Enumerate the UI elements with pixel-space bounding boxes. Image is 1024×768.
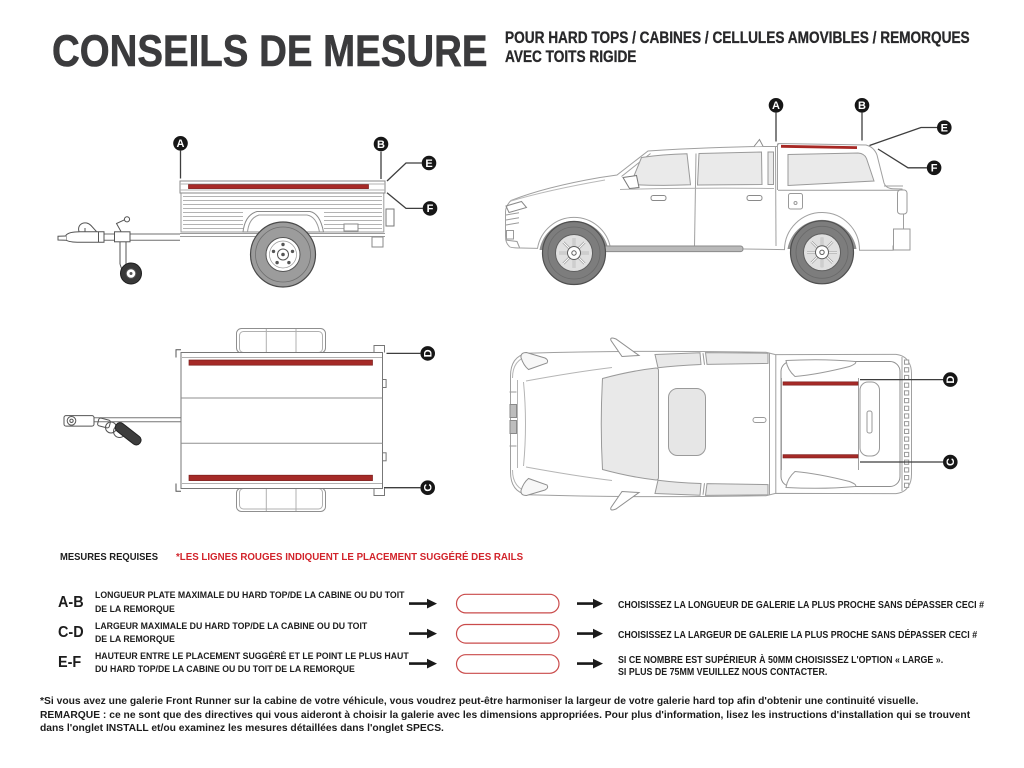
svg-text:A: A bbox=[772, 100, 780, 112]
svg-text:E: E bbox=[941, 122, 948, 134]
svg-text:D: D bbox=[945, 376, 957, 384]
svg-text:C: C bbox=[945, 458, 957, 466]
svg-text:B: B bbox=[858, 100, 866, 112]
svg-text:F: F bbox=[931, 163, 938, 175]
svg-text:E: E bbox=[425, 158, 432, 170]
svg-text:B: B bbox=[377, 139, 385, 151]
svg-text:D: D bbox=[423, 349, 435, 357]
svg-text:C: C bbox=[423, 484, 435, 492]
svg-text:A: A bbox=[177, 138, 185, 150]
svg-text:F: F bbox=[427, 203, 434, 215]
